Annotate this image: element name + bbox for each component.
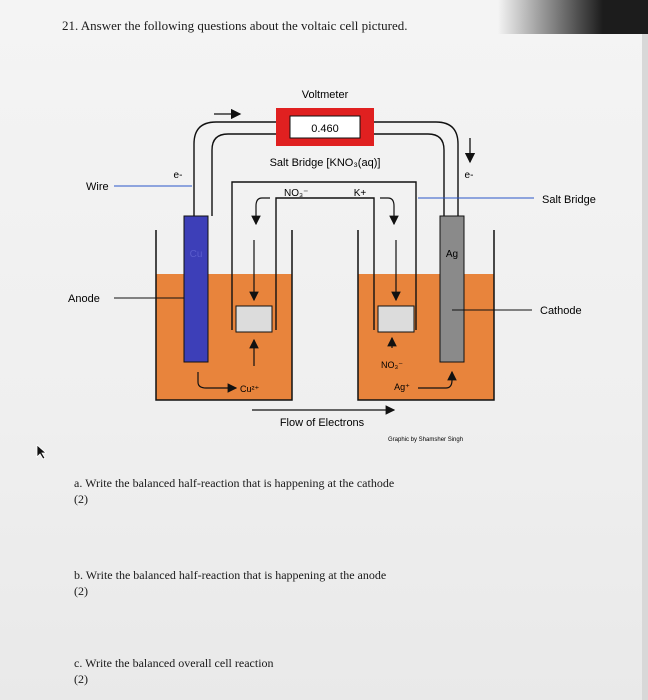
voltmeter-reading: 0.460 (311, 123, 339, 135)
question-c-text: c. Write the balanced overall cell react… (74, 656, 274, 670)
cathode-label: Cathode (540, 305, 582, 317)
dark-corner (498, 0, 648, 34)
electron-label-right: e- (465, 170, 474, 181)
voltmeter-display (289, 115, 361, 139)
salt-bridge-label: Salt Bridge (542, 194, 596, 206)
question-c: c. Write the balanced overall cell react… (74, 656, 274, 687)
voltmeter-label: Voltmeter (302, 89, 349, 101)
salt-bridge-plug-left (235, 305, 273, 333)
cathode-electrode (439, 215, 465, 363)
right-beaker (357, 230, 495, 401)
k-bridge-arrow (380, 197, 399, 226)
question-a: a. Write the balanced half-reaction that… (74, 476, 394, 507)
ag-ion-arrow (418, 370, 457, 389)
external-wire (193, 121, 459, 216)
page-edge (642, 0, 648, 700)
ag-electrode-label: Ag (446, 249, 458, 260)
question-b-points: (2) (74, 584, 88, 598)
electron-flow-label: Flow of Electrons (280, 417, 365, 429)
voltaic-cell-diagram: 0.460 Voltmeter Salt Bridge [KNO₃(aq)] N… (68, 89, 596, 443)
wire-label: Wire (86, 181, 109, 193)
cu-ion-arrow (197, 372, 238, 393)
k-plus-label: K+ (354, 188, 367, 199)
graphic-credit: Graphic by Shamsher Singh (388, 437, 463, 443)
question-c-points: (2) (74, 672, 88, 686)
mouse-cursor-icon (36, 444, 48, 460)
question-a-text: a. Write the balanced half-reaction that… (74, 476, 395, 490)
question-header: 21. Answer the following questions about… (62, 18, 408, 33)
anode-label: Anode (68, 293, 100, 305)
question-b-text: b. Write the balanced half-reaction that… (74, 568, 387, 582)
question-b: b. Write the balanced half-reaction that… (74, 568, 386, 599)
left-beaker (155, 230, 293, 401)
no3-bridge-arrow (251, 197, 270, 226)
no3-bridge-label: NO₃⁻ (284, 188, 308, 199)
anode-electrode (183, 215, 209, 363)
question-a-points: (2) (74, 492, 88, 506)
salt-bridge-plug-right (377, 305, 415, 333)
cu-electrode-label: Cu (190, 249, 203, 260)
salt-bridge-title: Salt Bridge [KNO₃(aq)] (270, 157, 381, 169)
cu-ion-label: Cu²⁺ (240, 384, 260, 394)
salt-bridge-tube (231, 181, 417, 330)
no3-ion-label: NO₃⁻ (381, 360, 403, 370)
electron-label-left: e- (174, 170, 183, 181)
ag-ion-label: Ag⁺ (394, 382, 410, 392)
